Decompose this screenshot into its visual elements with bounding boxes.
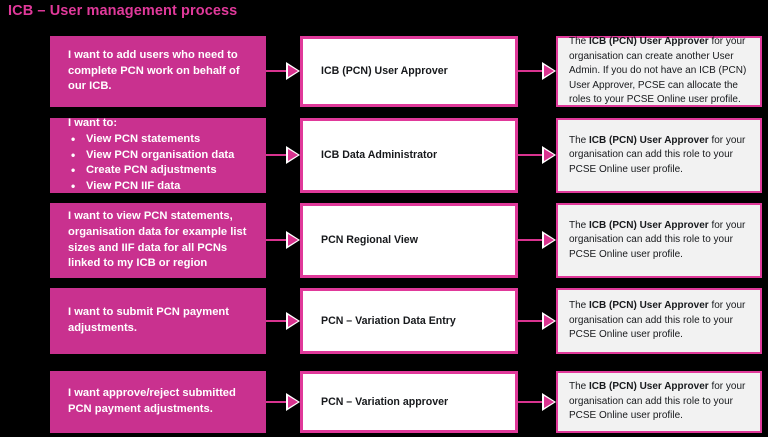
connector-role-to-info [518,146,556,164]
process-row: I want to view PCN statements, organisat… [0,203,768,278]
need-box: I want to add users who need to complete… [50,36,266,107]
connector-role-to-info [518,62,556,80]
arrow-right-icon [286,393,300,411]
need-box: I want to: View PCN statements View PCN … [50,116,266,196]
info-role-emphasis: ICB (PCN) User Approver [589,36,709,48]
arrow-right-icon [286,62,300,80]
arrow-right-icon [286,146,300,164]
process-row: I want to submit PCN payment adjustments… [0,288,768,354]
role-box: ICB Data Administrator [300,118,518,193]
info-role-emphasis: ICB (PCN) User Approver [589,300,709,312]
process-row: I want to: View PCN statements View PCN … [0,116,768,196]
info-box: The ICB (PCN) User Approver for your org… [556,288,762,354]
need-text: I want to view PCN statements, organisat… [68,209,247,270]
info-box: The ICB (PCN) User Approver for your org… [556,118,762,193]
need-box: I want approve/reject submitted PCN paym… [50,371,266,433]
info-box: The ICB (PCN) User Approver for your org… [556,36,762,107]
page-title: ICB – User management process [8,3,238,19]
connector-line [266,70,286,72]
info-box: The ICB (PCN) User Approver for your org… [556,371,762,433]
need-text: I want to: [68,116,118,129]
info-text: The ICB (PCN) User Approver for your org… [569,219,746,260]
connector-line [518,70,542,72]
connector-need-to-role [266,146,300,164]
connector-line [266,154,286,156]
need-text: I want to add users who need to complete… [68,48,240,93]
connector-line [266,239,286,241]
info-role-emphasis: ICB (PCN) User Approver [589,381,709,393]
connector-line [266,320,286,322]
connector-line [518,239,542,241]
info-role-emphasis: ICB (PCN) User Approver [589,219,709,231]
arrow-right-icon [542,312,556,330]
info-role-emphasis: ICB (PCN) User Approver [589,134,709,146]
role-box: PCN – Variation Data Entry [300,288,518,354]
arrow-right-icon [542,146,556,164]
process-row: I want approve/reject submitted PCN paym… [0,371,768,433]
connector-role-to-info [518,312,556,330]
list-item: View PCN organisation data [68,147,256,164]
list-item: View PCN IIF data [68,178,256,195]
need-text: I want approve/reject submitted PCN paym… [68,387,236,415]
process-row: I want to add users who need to complete… [0,36,768,107]
info-text: The ICB (PCN) User Approver for your org… [569,134,746,175]
role-label: PCN Regional View [321,234,418,247]
connector-line [518,320,542,322]
connector-line [518,154,542,156]
need-text: I want to submit PCN payment adjustments… [68,306,229,334]
arrow-right-icon [542,393,556,411]
need-box: I want to submit PCN payment adjustments… [50,288,266,354]
info-text: The ICB (PCN) User Approver for your org… [569,300,746,341]
connector-need-to-role [266,393,300,411]
connector-role-to-info [518,231,556,249]
list-item: View PCN statements [68,131,256,148]
role-box: PCN – Variation approver [300,371,518,433]
role-box: PCN Regional View [300,203,518,278]
role-label: PCN – Variation approver [321,395,449,408]
connector-line [266,401,286,403]
arrow-right-icon [542,62,556,80]
role-label: PCN – Variation Data Entry [321,314,456,327]
role-box: ICB (PCN) User Approver [300,36,518,107]
info-text: The ICB (PCN) User Approver for your org… [569,381,746,422]
need-box: I want to view PCN statements, organisat… [50,203,266,278]
need-bullet-list: View PCN statements View PCN organisatio… [68,131,256,196]
arrow-right-icon [286,312,300,330]
list-item: Create PCN adjustments [68,162,256,179]
arrow-right-icon [542,231,556,249]
connector-role-to-info [518,393,556,411]
connector-need-to-role [266,62,300,80]
role-label: ICB (PCN) User Approver [321,65,448,78]
info-text: The ICB (PCN) User Approver for your org… [569,36,747,106]
connector-need-to-role [266,231,300,249]
connector-line [518,401,542,403]
info-box: The ICB (PCN) User Approver for your org… [556,203,762,278]
connector-need-to-role [266,312,300,330]
arrow-right-icon [286,231,300,249]
role-label: ICB Data Administrator [321,149,438,162]
